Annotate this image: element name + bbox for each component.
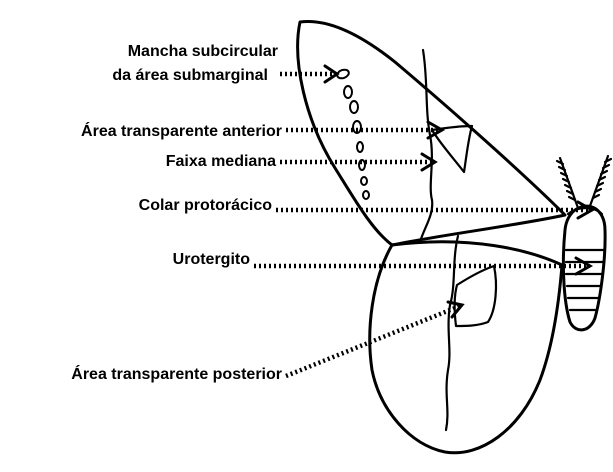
labels: Mancha subcircular da área submarginal Á… [71,43,282,383]
arrowhead-urotergito [576,258,590,274]
moth-body [557,156,611,330]
label-area-posterior: Área transparente posterior [71,364,282,383]
label-urotergito: Urotergito [173,251,251,268]
label-mancha-line2: da área submarginal [112,67,268,84]
hindwing-outline [370,242,562,453]
label-area-anterior: Área transparente anterior [81,121,282,140]
label-faixa-mediana: Faixa mediana [166,153,276,170]
left-antenna-pectination [557,161,575,200]
hindwing-median-band [446,236,458,430]
submarginal-spot [350,101,358,113]
submarginal-spot [357,142,363,152]
submarginal-spot [363,191,369,199]
hindwing [370,236,562,453]
arrowhead-faixa [422,154,435,170]
label-colar: Colar protorácico [139,197,273,214]
median-band [420,50,432,242]
submarginal-spot [361,177,367,185]
label-mancha-line1: Mancha subcircular [128,43,278,60]
submarginal-spot [344,86,352,98]
right-antenna-pectination [593,159,611,198]
leader-area-posterior [286,306,460,376]
posterior-transparent-area [455,266,496,326]
